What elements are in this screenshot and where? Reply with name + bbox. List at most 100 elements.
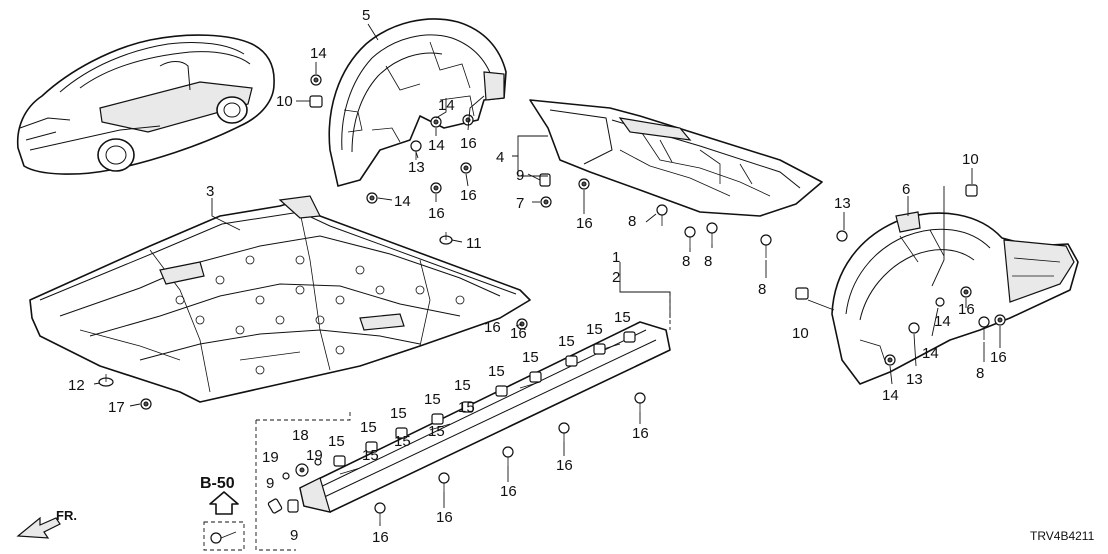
callout: 14 [438, 97, 455, 114]
callout: 13 [906, 371, 923, 388]
callout: 16 [436, 509, 453, 526]
clip-19 [314, 458, 322, 466]
bolt-13 [908, 322, 920, 334]
side-sill-garnish [299, 321, 671, 513]
callout: 16 [632, 425, 649, 442]
floor-under-cover [29, 195, 531, 403]
clip-16 [578, 178, 590, 190]
front-under-cover [529, 99, 823, 217]
clip-16 [438, 472, 450, 492]
callout: 15 [454, 377, 471, 394]
callout: 14 [922, 345, 939, 362]
vehicle-location-thumbnail [16, 34, 275, 175]
callout: 16 [484, 319, 501, 336]
callout: 10 [792, 325, 809, 342]
clip-16 [460, 162, 472, 174]
callout: 13 [408, 159, 425, 176]
screw-b50 [210, 531, 237, 544]
callout: 5 [362, 7, 370, 24]
callout: 15 [428, 423, 445, 440]
callout: 15 [488, 363, 505, 380]
callout: 9 [266, 475, 274, 492]
callout: 7 [516, 195, 524, 212]
callout: 15 [360, 419, 377, 436]
callout: 16 [428, 205, 445, 222]
clip-14 [935, 297, 945, 307]
callout: 15 [586, 321, 603, 338]
clip-16 [462, 114, 474, 126]
bolt-13 [410, 140, 422, 160]
clip-16 [430, 182, 442, 194]
callout: 18 [292, 427, 309, 444]
clip-15 [333, 455, 346, 467]
clip-16 [960, 286, 972, 298]
callout: 16 [460, 135, 477, 152]
clip-9 [287, 499, 299, 513]
reference-label: B-50 [200, 475, 235, 492]
callout: 12 [68, 377, 85, 394]
callout: 8 [628, 213, 636, 230]
clip-16 [558, 422, 570, 442]
bolt-8 [656, 204, 668, 226]
callout: 1 [612, 249, 620, 266]
callout: 14 [428, 137, 445, 154]
callout: 14 [310, 45, 327, 62]
clip-14 [430, 116, 442, 128]
clip-15 [431, 413, 444, 425]
callout: 11 [466, 235, 482, 252]
clip-16 [634, 392, 646, 412]
callout: 15 [522, 349, 539, 366]
clip-7 [540, 196, 552, 208]
callout: 14 [394, 193, 411, 210]
callout: 14 [934, 313, 951, 330]
bolt-8 [978, 316, 990, 340]
leader-lines [16, 23, 1001, 551]
nut-10 [795, 287, 809, 300]
callout: 15 [390, 405, 407, 422]
direction-label: FR. [56, 508, 77, 523]
callout: 8 [682, 253, 690, 270]
callout: 16 [372, 529, 389, 546]
callout: 19 [306, 447, 323, 464]
clip-14 [310, 74, 322, 86]
front-fender-liner [328, 18, 507, 187]
callout: 16 [576, 215, 593, 232]
callout: 16 [460, 187, 477, 204]
callout: 15 [362, 447, 379, 464]
callout: 16 [958, 301, 975, 318]
callout: 2 [612, 269, 620, 286]
clip-12 [98, 374, 114, 387]
clip-18 [295, 463, 309, 477]
clip-15 [461, 401, 474, 413]
bolt-13 [836, 230, 848, 242]
callout: 16 [556, 457, 573, 474]
clip-15 [495, 385, 508, 397]
callout: 8 [976, 365, 984, 382]
clip-15 [529, 371, 542, 383]
callout: 10 [962, 151, 979, 168]
callout: 8 [758, 281, 766, 298]
callout: 16 [510, 325, 527, 342]
callout: 4 [496, 149, 504, 166]
callout: 15 [328, 433, 345, 450]
clip-19 [282, 472, 290, 480]
bolt-8 [706, 222, 718, 244]
clip-9 [267, 498, 283, 514]
callout: 15 [458, 399, 475, 416]
callout: 17 [108, 399, 125, 416]
callout: 3 [206, 183, 214, 200]
clip-16 [502, 446, 514, 466]
nut-10 [965, 184, 978, 197]
callout: 15 [424, 391, 441, 408]
callout: 16 [500, 483, 517, 500]
callout: 15 [394, 433, 411, 450]
callout: 13 [834, 195, 851, 212]
callout: 14 [882, 387, 899, 404]
clip-17 [140, 398, 152, 410]
clip-15 [565, 355, 578, 367]
callout: 10 [276, 93, 293, 110]
callout-numbers: 5 14 10 14 14 13 16 16 16 4 9 7 16 14 3 … [68, 7, 1007, 546]
clip-16 [994, 314, 1006, 326]
nut-10 [309, 95, 323, 108]
